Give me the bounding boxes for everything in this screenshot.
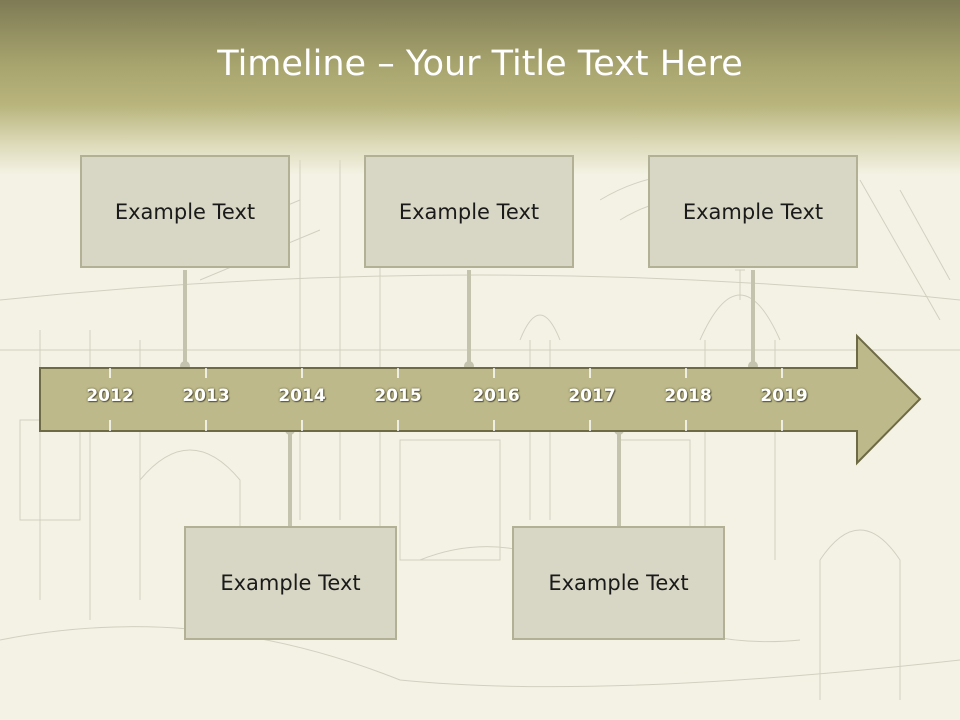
event-box-top-3: Example Text xyxy=(648,155,858,268)
event-box-bottom-1: Example Text xyxy=(184,526,397,640)
year-label: 2019 xyxy=(760,386,808,406)
year-label: 2014 xyxy=(278,386,326,406)
year-label: 2013 xyxy=(182,386,230,406)
year-ticks xyxy=(109,368,783,431)
year-label: 2012 xyxy=(86,386,134,406)
event-box-top-1: Example Text xyxy=(80,155,290,268)
year-label: 2015 xyxy=(374,386,422,406)
year-label: 2016 xyxy=(472,386,520,406)
event-text: Example Text xyxy=(398,199,540,224)
event-box-top-2: Example Text xyxy=(364,155,574,268)
event-text: Example Text xyxy=(114,199,256,224)
timeline-arrow xyxy=(39,333,922,466)
year-label: 2017 xyxy=(568,386,616,406)
event-text: Example Text xyxy=(548,571,689,595)
header-band xyxy=(0,0,960,175)
slide-title: Timeline – Your Title Text Here xyxy=(217,44,743,84)
event-text: Example Text xyxy=(682,199,824,224)
year-label: 2018 xyxy=(664,386,712,406)
event-text: Example Text xyxy=(220,571,361,595)
event-box-bottom-2: Example Text xyxy=(512,526,725,640)
